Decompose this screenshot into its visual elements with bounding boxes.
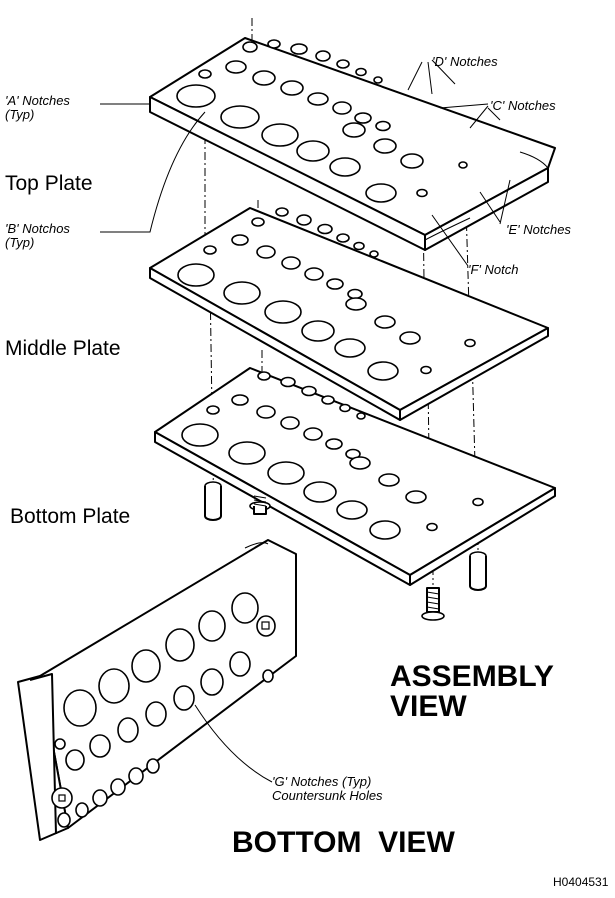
bottom-view-title: BOTTOM VIEW (232, 826, 455, 859)
bottom-plate (154, 367, 556, 586)
label-d-notches: 'D' Notches (432, 54, 498, 69)
bottom-plate-holes (181, 371, 484, 540)
label-c-notches: 'C' Notches (490, 98, 556, 113)
label-a-typ: (Typ) (5, 107, 34, 122)
middle-plate (149, 207, 549, 421)
bottom-view-block (17, 539, 297, 841)
top-plate (149, 37, 556, 251)
dowel-pin-right (469, 551, 487, 591)
figure-id: H0404531 (553, 875, 609, 889)
screw-left (249, 495, 271, 515)
labels: 'A' Notches (Typ) Top Plate 'B' Notchos … (5, 54, 609, 889)
bottom-view-holes (51, 592, 276, 828)
label-a-notches: 'A' Notches (5, 93, 70, 108)
label-top-plate: Top Plate (5, 172, 93, 195)
label-g-notches: 'G' Notches (Typ) (272, 774, 371, 789)
leader-lines (100, 59, 511, 783)
assembly-view-title-line2: VIEW (390, 690, 467, 723)
dowel-pin-left (204, 481, 222, 521)
label-middle-plate: Middle Plate (5, 337, 121, 360)
socket-screw-icon-left (58, 794, 66, 802)
label-b-typ: (Typ) (5, 235, 34, 250)
middle-plate-holes (177, 207, 476, 381)
assembly-view-title-line1: ASSEMBLY (390, 660, 554, 693)
socket-screw-icon-right (261, 621, 270, 630)
top-plate-holes (176, 39, 468, 203)
screw-right (421, 587, 445, 621)
label-f-notch: 'F' Notch (468, 262, 518, 277)
label-b-notches: 'B' Notchos (5, 221, 70, 236)
label-countersunk-holes: Countersunk Holes (272, 788, 383, 803)
label-e-notches: 'E' Notches (506, 222, 571, 237)
label-bottom-plate: Bottom Plate (10, 505, 130, 528)
